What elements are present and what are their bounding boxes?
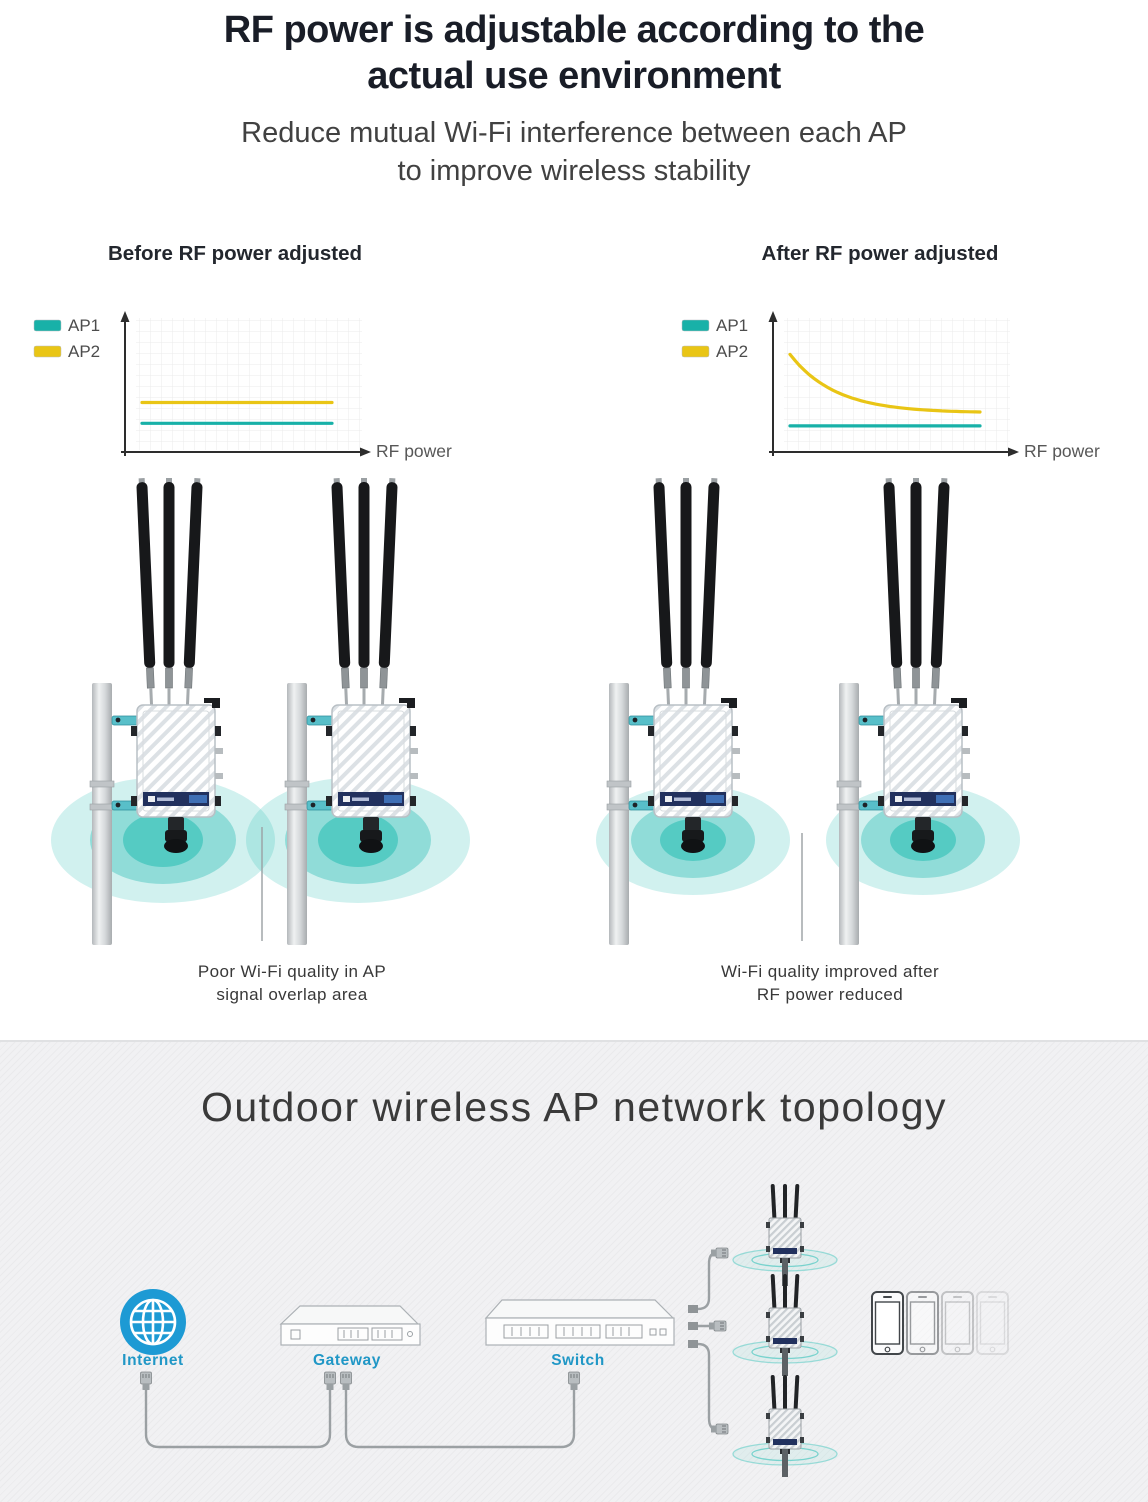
legend-swatch-ap2 <box>681 345 710 358</box>
page-subtitle: Reduce mutual Wi-Fi interference between… <box>0 115 1148 190</box>
ap2-series-line <box>788 352 982 414</box>
header: RF power is adjustable according to the … <box>0 8 1148 191</box>
chart-grid <box>136 318 362 450</box>
gateway-device <box>279 1305 421 1346</box>
rj45-connector-icon <box>324 1371 336 1391</box>
page-title-line1: RF power is adjustable according to the <box>223 9 925 51</box>
legend-label-ap2: AP2 <box>716 342 748 361</box>
chart-after: AP1 AP2 RF power <box>681 311 1100 461</box>
switch-uplink-socket <box>688 1340 698 1348</box>
topology-diagram: Internet Gateway <box>120 1183 1009 1478</box>
rj45-connector-icon <box>710 1247 729 1259</box>
smartphone-icon <box>976 1291 1009 1355</box>
page-title: RF power is adjustable according to the … <box>0 8 1148 99</box>
smartphone-icon <box>941 1291 974 1355</box>
rj45-connector-icon <box>568 1371 580 1391</box>
topology-section: Outdoor wireless AP network topology <box>0 1040 1148 1502</box>
y-axis-arrow <box>768 311 778 322</box>
x-axis-label: RF power <box>376 441 452 461</box>
legend-swatch-ap2 <box>33 345 62 358</box>
smartphone-icon <box>871 1291 904 1355</box>
internet-globe-icon <box>120 1289 186 1355</box>
x-axis-label: RF power <box>1024 441 1100 461</box>
switch-uplink-socket <box>688 1322 698 1330</box>
caption-right-line2: RF power reduced <box>757 985 903 1004</box>
switch-uplink-socket <box>688 1305 698 1313</box>
ethernet-cable-switch-ap3 <box>696 1342 718 1431</box>
legend-label-ap1: AP1 <box>68 316 100 335</box>
page-title-line2: actual use environment <box>367 54 781 97</box>
switch-device <box>484 1299 698 1348</box>
smartphone-icon <box>906 1291 939 1355</box>
rj45-connector-icon <box>710 1423 729 1435</box>
chart-grid <box>784 318 1010 450</box>
page-subtitle-line1: Reduce mutual Wi-Fi interference between… <box>241 117 907 150</box>
legend-label-ap1: AP1 <box>716 316 748 335</box>
rj45-connector-icon <box>340 1371 352 1391</box>
legend-label-ap2: AP2 <box>68 342 100 361</box>
chart-before: AP1 AP2 RF power <box>33 311 452 461</box>
caption-left-line1: Poor Wi-Fi quality in AP <box>198 962 386 981</box>
x-axis-arrow <box>1008 447 1019 457</box>
x-axis-arrow <box>360 447 371 457</box>
caption-right-line1: Wi-Fi quality improved after <box>721 962 939 981</box>
y-axis-arrow <box>120 311 130 322</box>
gateway-label: Gateway <box>313 1352 381 1369</box>
rj45-connector-icon <box>708 1320 727 1332</box>
ethernet-cable-gateway-switch <box>344 1388 576 1449</box>
rj45-connector-icon <box>140 1371 152 1391</box>
ap-illustration-section: Poor Wi-Fi quality in AP signal overlap … <box>51 477 1020 1004</box>
internet-label: Internet <box>122 1352 184 1369</box>
legend-swatch-ap1 <box>681 319 710 332</box>
caption-left-line2: signal overlap area <box>216 985 367 1004</box>
switch-label: Switch <box>551 1352 605 1369</box>
page-subtitle-line2: to improve wireless stability <box>397 154 751 187</box>
ethernet-cable-internet-gateway <box>144 1388 332 1449</box>
ethernet-cable-switch-ap1 <box>696 1251 718 1311</box>
chart-before-title: Before RF power adjusted <box>107 242 362 265</box>
topology-heading: Outdoor wireless AP network topology <box>200 1084 948 1130</box>
chart-after-title: After RF power adjusted <box>761 242 999 265</box>
legend-swatch-ap1 <box>33 319 62 332</box>
